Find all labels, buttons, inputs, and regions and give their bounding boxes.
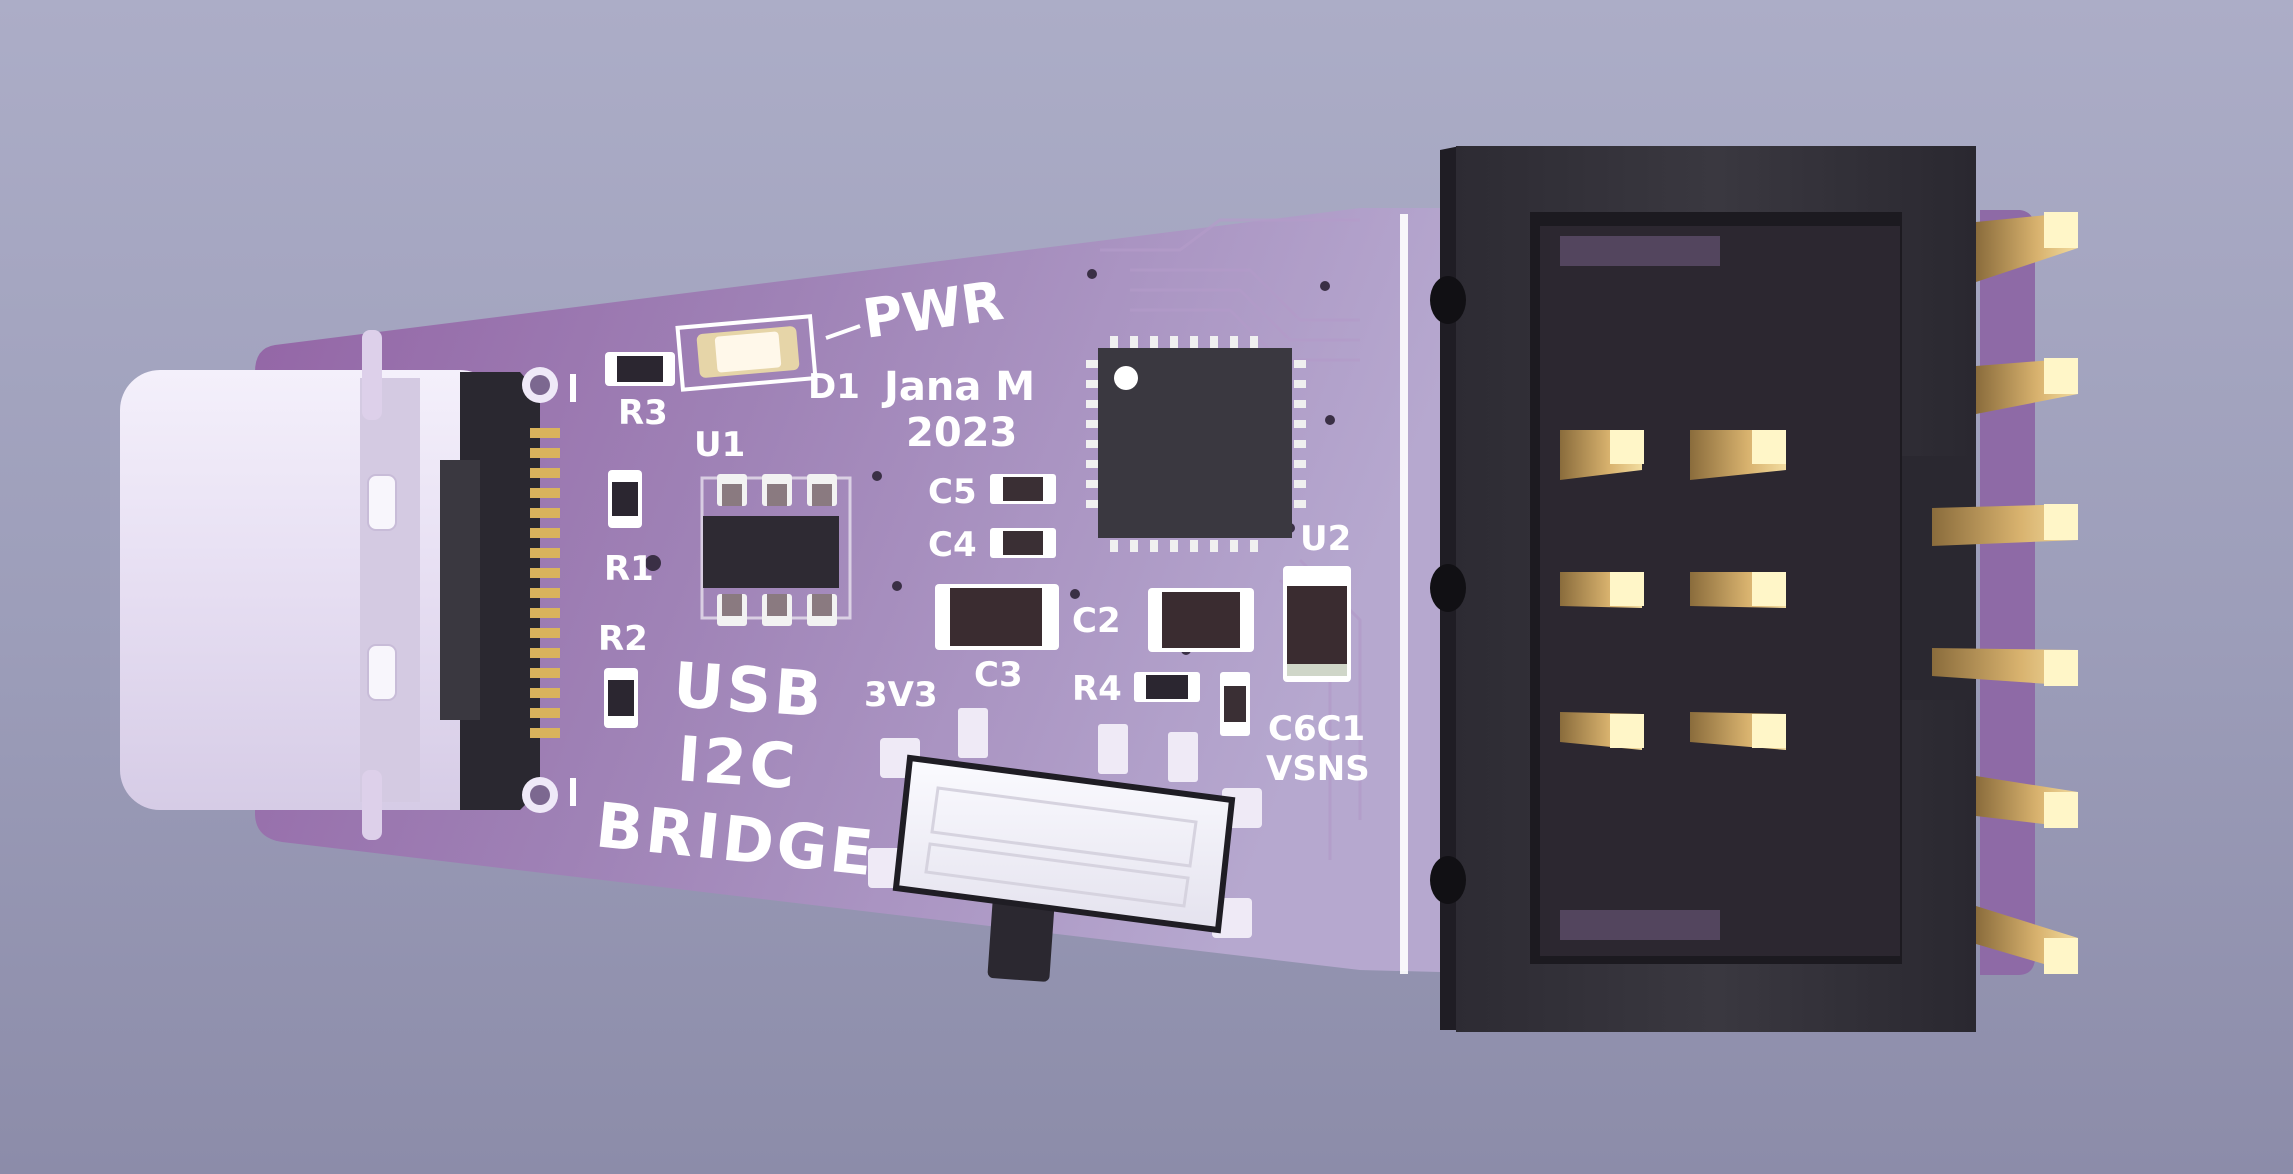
pcb-traces	[1100, 218, 1362, 860]
capacitor-c6	[1220, 672, 1250, 736]
label-d1: D1	[808, 367, 860, 407]
regulator-u1	[700, 474, 852, 626]
slide-switch-icon	[892, 754, 1236, 934]
capacitor-c5	[990, 474, 1056, 504]
label-3v3: 3V3	[864, 675, 938, 715]
slide-switch-knob	[987, 898, 1055, 982]
usb-c-pins	[530, 428, 560, 738]
pin1-marker-icon	[1114, 366, 1138, 390]
box-header	[1400, 146, 1976, 1032]
capacitor-vsns	[1283, 566, 1351, 682]
label-c6c1: C6C1	[1268, 709, 1365, 749]
label-u2: U2	[1300, 519, 1351, 559]
resistor-r4	[1134, 672, 1200, 702]
label-author: Jana M	[881, 364, 1035, 410]
label-year: 2023	[906, 410, 1017, 456]
slide-switch	[868, 708, 1262, 982]
header-inner-pcb-glimpse	[1560, 236, 1720, 940]
header-pins	[1560, 430, 1786, 750]
capacitor-c4	[990, 528, 1056, 558]
resistor-r3	[605, 352, 675, 386]
label-usb: USB	[671, 648, 827, 731]
label-c3: C3	[974, 655, 1023, 695]
label-i2c: I2C	[675, 722, 801, 803]
label-c5: C5	[928, 472, 977, 512]
pcb-edge-right	[1980, 210, 2035, 975]
resistor-r1	[608, 470, 642, 528]
label-vsns: VSNS	[1266, 749, 1370, 789]
capacitor-c3	[935, 584, 1059, 650]
mcu-u2	[1086, 336, 1306, 552]
sot23-chip-icon	[703, 516, 839, 588]
edge-pins	[1932, 212, 2078, 974]
capacitor-c2	[1148, 588, 1254, 652]
label-r1: R1	[604, 549, 654, 589]
resistor-r2	[604, 668, 638, 728]
label-r4: R4	[1072, 669, 1122, 709]
label-r2: R2	[598, 619, 648, 659]
led-d1	[675, 314, 861, 392]
label-c2: C2	[1072, 601, 1121, 641]
header-latches	[1430, 276, 1466, 904]
label-r3: R3	[618, 393, 668, 433]
silkscreen-labels: PWR R3 D1 Jana M 2023 U1 R1 R2 C5 C4 U2 …	[592, 269, 1369, 890]
label-u1: U1	[694, 425, 745, 465]
label-c4: C4	[928, 525, 977, 565]
usb-c-connector	[120, 330, 576, 840]
